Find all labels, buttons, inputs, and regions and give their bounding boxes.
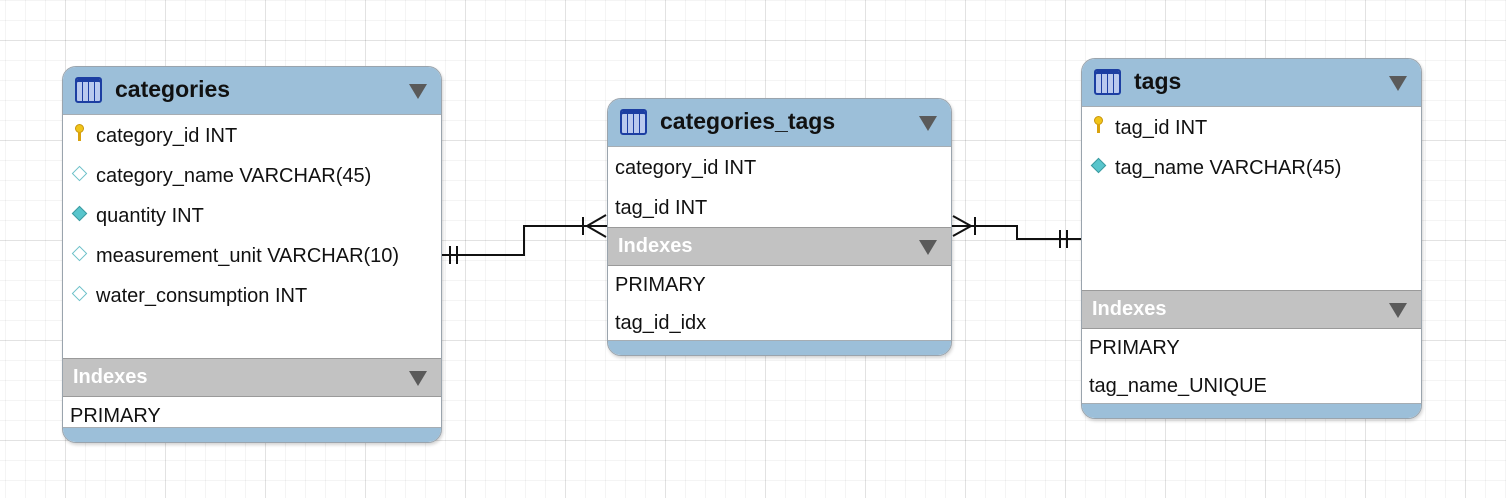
column-label: category_name VARCHAR(45) [96,165,372,187]
index-label: PRIMARY [1089,337,1180,359]
collapse-arrow-icon[interactable] [919,116,937,131]
primary-key-icon [75,124,84,142]
column-row[interactable]: water_consumption INT [63,275,441,315]
column-label: measurement_unit VARCHAR(10) [96,245,400,267]
column-row[interactable]: category_id INT [608,147,951,187]
crows-foot-upper [952,215,972,227]
index-label: PRIMARY [615,274,706,296]
table-title: categories [115,76,231,102]
not-null-column-icon [1090,157,1107,174]
columns-spacer [63,315,441,358]
table-title: categories_tags [660,108,836,134]
indexes-label: Indexes [618,235,693,257]
index-row[interactable]: PRIMARY [63,397,441,435]
table-footer [1082,403,1421,418]
column-label: tag_name VARCHAR(45) [1115,157,1342,179]
relationship-line [952,225,1081,240]
column-row[interactable]: tag_name VARCHAR(45) [1082,147,1421,187]
table-categories-tags[interactable]: categories_tags category_id INT tag_id I… [607,98,952,356]
columns-spacer [1082,187,1421,290]
table-header[interactable]: categories_tags [608,99,951,147]
column-label: tag_id INT [615,197,708,219]
indexes-header[interactable]: Indexes [1082,290,1421,329]
table-title: tags [1134,68,1182,94]
table-footer [608,340,951,355]
column-label: category_id INT [96,125,238,147]
relationship-tags-to-categories-tags [952,215,1081,248]
indexes-label: Indexes [73,366,148,388]
column-label: quantity INT [96,205,204,227]
table-icon [75,77,102,103]
index-label: PRIMARY [70,405,161,427]
indexes-label: Indexes [1092,298,1167,320]
nullable-column-icon [71,285,88,302]
index-row[interactable]: PRIMARY [1082,329,1421,367]
table-tags[interactable]: tags tag_id INT tag_name VARCHAR(45) Ind… [1081,58,1422,419]
nullable-column-icon [71,165,88,182]
index-label: tag_name_UNIQUE [1089,375,1267,397]
column-row[interactable]: tag_id INT [608,187,951,227]
table-categories[interactable]: categories category_id INT category_name… [62,66,442,443]
indexes-header[interactable]: Indexes [608,227,951,266]
crows-foot-upper [586,214,607,227]
column-label: tag_id INT [1115,117,1208,139]
column-label: water_consumption INT [96,285,308,307]
table-icon [1094,69,1121,95]
primary-key-icon [1094,116,1103,134]
indexes-header[interactable]: Indexes [63,358,441,397]
column-row[interactable]: category_id INT [63,115,441,155]
collapse-arrow-icon[interactable] [1389,303,1407,318]
collapse-arrow-icon[interactable] [409,371,427,386]
column-row[interactable]: tag_id INT [1082,107,1421,147]
column-row[interactable]: quantity INT [63,195,441,235]
not-null-column-icon [71,205,88,222]
index-label: tag_id_idx [615,312,707,334]
crows-foot-lower [586,225,607,238]
relationship-line [442,225,607,256]
table-footer [63,427,441,442]
relationship-categories-to-categories-tags [442,214,607,264]
index-row[interactable]: tag_name_UNIQUE [1082,367,1421,405]
column-row[interactable]: category_name VARCHAR(45) [63,155,441,195]
column-label: category_id INT [615,157,757,179]
column-row[interactable]: measurement_unit VARCHAR(10) [63,235,441,275]
crows-foot-lower [952,225,972,237]
index-row[interactable]: PRIMARY [608,266,951,304]
collapse-arrow-icon[interactable] [919,240,937,255]
collapse-arrow-icon[interactable] [1389,76,1407,91]
table-header[interactable]: categories [63,67,441,115]
collapse-arrow-icon[interactable] [409,84,427,99]
table-header[interactable]: tags [1082,59,1421,107]
table-icon [620,109,647,135]
nullable-column-icon [71,245,88,262]
index-row[interactable]: tag_id_idx [608,304,951,342]
